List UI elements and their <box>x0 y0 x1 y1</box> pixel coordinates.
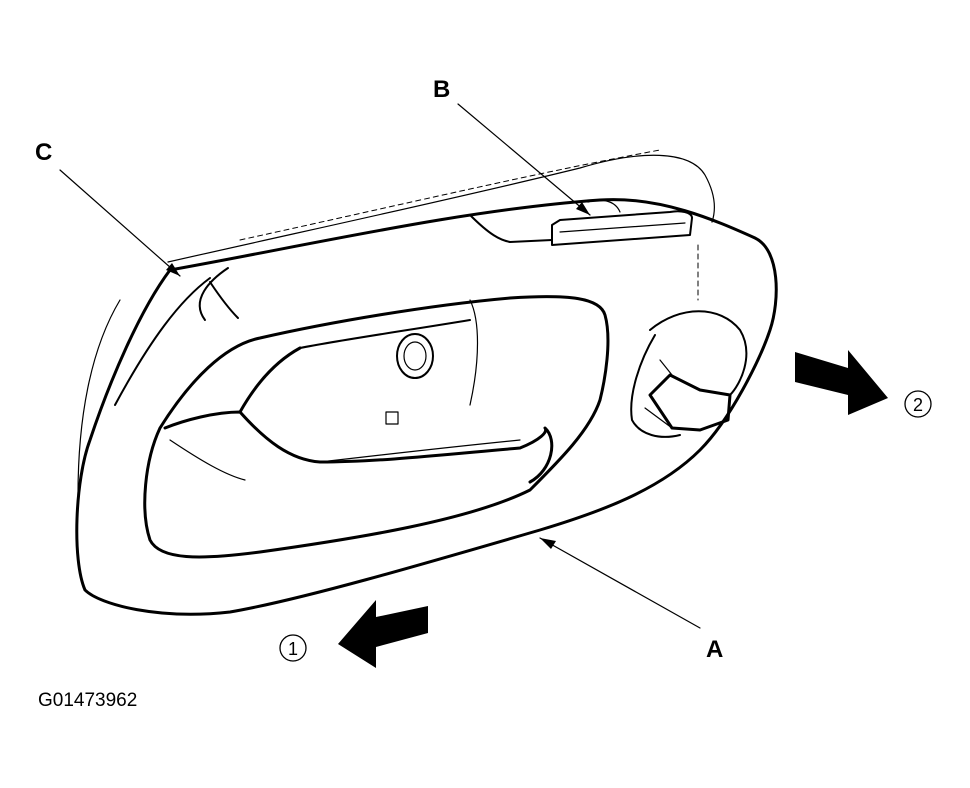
handle-recess <box>143 295 610 559</box>
leader-line-c <box>59 169 181 277</box>
leader-arrowhead-c <box>166 263 180 276</box>
leader-line-b <box>457 103 591 216</box>
leader-lines <box>59 103 701 629</box>
arrow-step-1-icon <box>338 600 428 668</box>
inner-handle-bezel <box>75 198 778 616</box>
step-2-number: 2 <box>913 395 923 415</box>
retaining-clip <box>469 199 693 246</box>
step-1-marker: 1 <box>279 634 307 662</box>
handle-lever <box>163 319 554 484</box>
arrow-step-2-icon <box>795 350 888 415</box>
callout-a: A <box>706 636 723 663</box>
callout-b: B <box>433 76 450 103</box>
leader-arrowhead-a <box>540 538 556 549</box>
figure-id: G01473962 <box>38 690 138 711</box>
step-1-number: 1 <box>288 639 298 659</box>
leader-arrowhead-b <box>576 202 590 215</box>
callout-c: C <box>35 139 52 166</box>
leader-line-a <box>539 537 701 629</box>
lock-knob <box>630 310 748 438</box>
step-2-marker: 2 <box>904 390 932 418</box>
panel-opening-outline <box>77 149 716 496</box>
